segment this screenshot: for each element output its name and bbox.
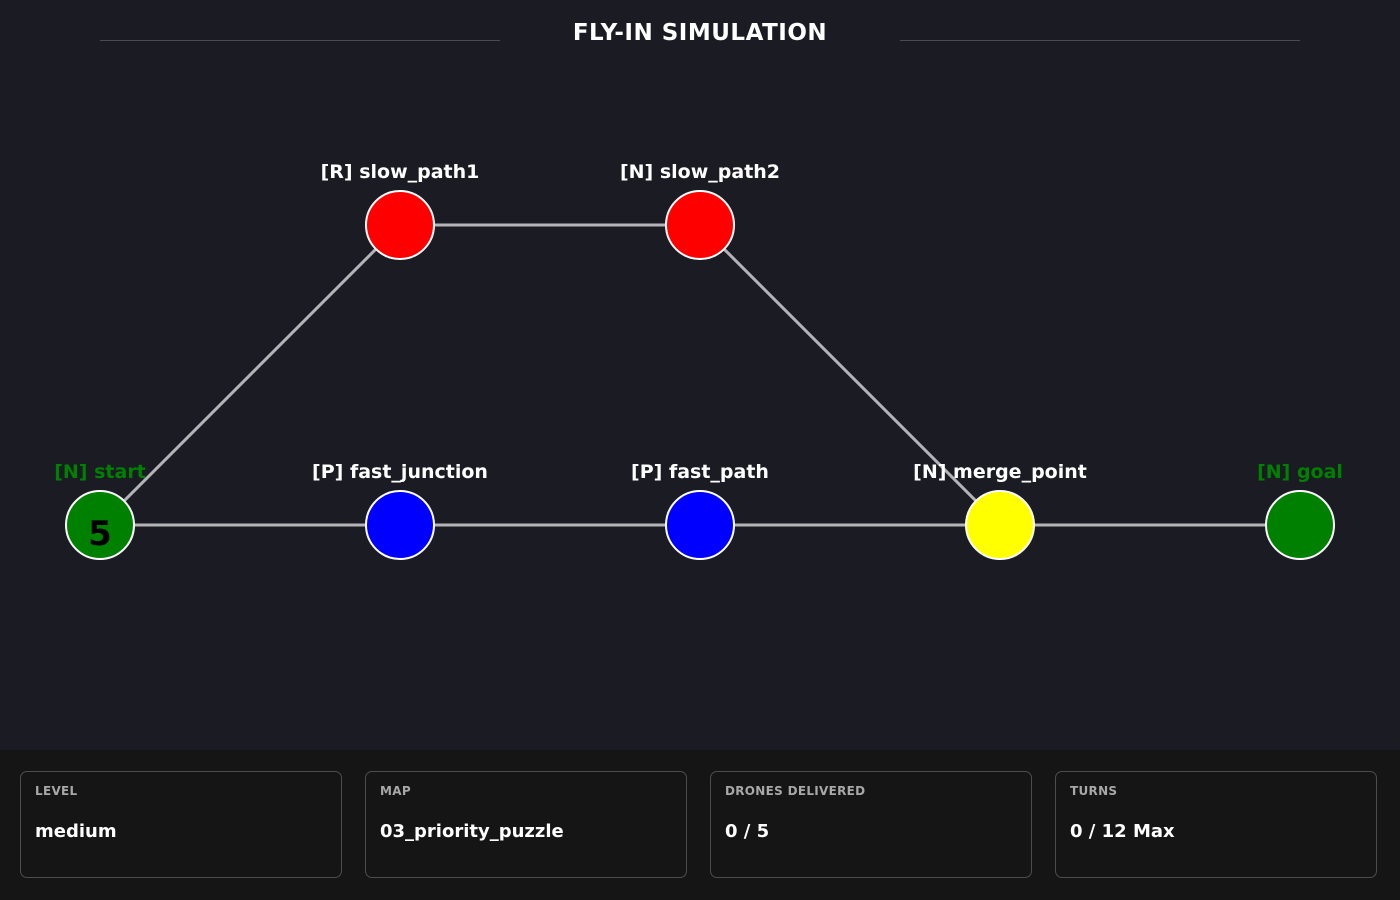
node-slow_path1[interactable]: [R] slow_path1 xyxy=(321,161,480,260)
turns-card: TURNS 0 / 12 Max xyxy=(1055,771,1377,878)
title-rule-right xyxy=(900,40,1300,41)
node-label-fast_path: [P] fast_path xyxy=(631,461,769,483)
level-label: LEVEL xyxy=(35,784,78,798)
level-card: LEVEL medium xyxy=(20,771,342,878)
network-graph: [N] start 5 [P] fast_junction [P] fast_path… xyxy=(54,161,1343,560)
turns-value: 0 / 12 Max xyxy=(1070,821,1175,842)
map-card: MAP 03_priority_puzzle xyxy=(365,771,687,878)
level-value: medium xyxy=(35,821,117,842)
node-circle-fast_junction[interactable] xyxy=(365,490,435,560)
drones-delivered-label: DRONES DELIVERED xyxy=(725,784,866,798)
nodes-layer: [N] start 5 [P] fast_junction [P] fast_path… xyxy=(54,161,1343,560)
simulation-stage: FLY-IN SIMULATION [N] start 5 [P] fast_jun… xyxy=(0,0,1400,560)
node-circle-fast_path[interactable] xyxy=(665,490,735,560)
node-goal[interactable]: [N] goal xyxy=(1257,461,1343,560)
node-fast_junction[interactable]: [P] fast_junction xyxy=(312,461,488,560)
map-value: 03_priority_puzzle xyxy=(380,821,564,842)
drones-delivered-card: DRONES DELIVERED 0 / 5 xyxy=(710,771,1032,878)
node-circle-slow_path1[interactable] xyxy=(365,190,435,260)
stats-footer: LEVEL medium MAP 03_priority_puzzle DRON… xyxy=(0,750,1400,900)
edge-slow_path2-merge_point xyxy=(698,223,1002,527)
title-rule-left xyxy=(100,40,500,41)
node-label-slow_path2: [N] slow_path2 xyxy=(620,161,780,183)
page-title: FLY-IN SIMULATION xyxy=(572,20,828,46)
drones-delivered-value: 0 / 5 xyxy=(725,821,770,842)
edge-start-slow_path1 xyxy=(98,223,402,527)
node-fast_path[interactable]: [P] fast_path xyxy=(631,461,769,560)
node-circle-goal[interactable] xyxy=(1265,490,1335,560)
node-circle-start[interactable] xyxy=(65,490,135,560)
node-label-goal: [N] goal xyxy=(1257,461,1343,483)
node-circle-slow_path2[interactable] xyxy=(665,190,735,260)
node-label-start: [N] start xyxy=(54,461,146,483)
drone-count-badge: 5 xyxy=(88,514,112,554)
node-circle-merge_point[interactable] xyxy=(965,490,1035,560)
node-label-fast_junction: [P] fast_junction xyxy=(312,461,488,483)
title-bar: FLY-IN SIMULATION xyxy=(0,0,1400,80)
node-start[interactable]: [N] start 5 xyxy=(54,461,146,560)
node-label-merge_point: [N] merge_point xyxy=(913,461,1087,483)
turns-label: TURNS xyxy=(1070,784,1118,798)
node-slow_path2[interactable]: [N] slow_path2 xyxy=(620,161,780,260)
node-merge_point[interactable]: [N] merge_point xyxy=(913,461,1087,560)
map-label: MAP xyxy=(380,784,411,798)
node-label-slow_path1: [R] slow_path1 xyxy=(321,161,480,183)
edges-layer xyxy=(98,223,1300,527)
